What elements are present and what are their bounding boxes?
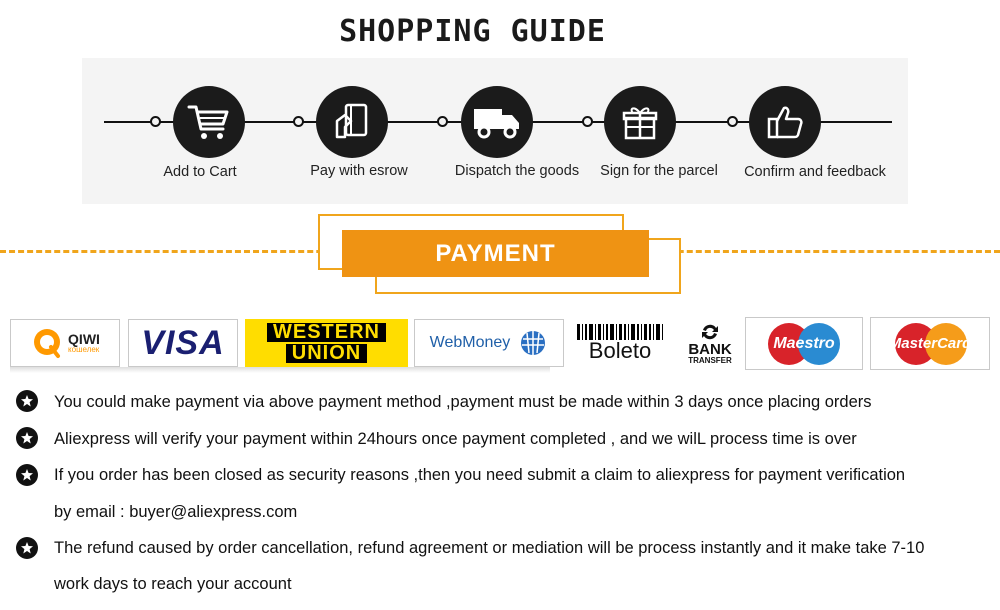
- step-connector-dot: [582, 116, 593, 127]
- globe-icon: [521, 331, 546, 355]
- qiwi-name: QIWI: [68, 331, 100, 347]
- western-union-line2: UNION: [285, 343, 368, 363]
- step-label: Pay with esrow: [310, 163, 408, 179]
- webmoney-name: WebMoney: [429, 334, 511, 351]
- star-icon: [16, 427, 38, 449]
- western-union-line1: WESTERN: [267, 322, 386, 342]
- qiwi-logo: QIWI кошелек: [10, 319, 120, 367]
- step-connector-dot: [150, 116, 161, 127]
- step-sign-parcel: [604, 86, 676, 158]
- star-icon: [16, 537, 38, 559]
- transfer-arrows-icon: [702, 324, 718, 339]
- step-connector-dot: [727, 116, 738, 127]
- boleto-logo: Boleto: [570, 319, 670, 367]
- step-label: Confirm and feedback: [744, 164, 886, 180]
- payment-card-icon: [335, 103, 368, 139]
- mastercard-circles-icon: [895, 323, 967, 365]
- note-text: The refund caused by order cancellation,…: [54, 539, 925, 557]
- note-text: You could make payment via above payment…: [54, 393, 872, 411]
- page-title: SHOPPING GUIDE: [339, 14, 606, 49]
- cart-icon: [187, 105, 229, 139]
- step-add-to-cart: [173, 86, 245, 158]
- mastercard-name: MasterCard: [888, 335, 972, 352]
- step-dispatch: [461, 86, 533, 158]
- step-connector-dot: [437, 116, 448, 127]
- webmoney-logo: WebMoney: [414, 319, 564, 367]
- barcode-icon: [577, 324, 663, 340]
- step-connector-dot: [293, 116, 304, 127]
- bank-transfer-logo: BANK TRANSFER: [680, 319, 740, 367]
- bank-transfer-line2: TRANSFER: [688, 355, 732, 365]
- boleto-name: Boleto: [588, 338, 652, 363]
- maestro-name: Maestro: [773, 334, 835, 352]
- note-text: work days to reach your account: [54, 575, 292, 593]
- maestro-circles-icon: [768, 323, 840, 365]
- step-confirm-feedback: [749, 86, 821, 158]
- bank-transfer-line1: BANK: [688, 340, 732, 358]
- visa-logo: VISA: [128, 319, 238, 367]
- maestro-logo: Maestro: [745, 317, 863, 370]
- step-label: Add to Cart: [163, 164, 237, 180]
- qiwi-sub: кошелек: [68, 345, 100, 354]
- visa-name: VISA: [141, 323, 225, 362]
- note-text: Aliexpress will verify your payment with…: [54, 430, 857, 448]
- gift-icon: [622, 107, 658, 140]
- western-union-logo: WESTERN UNION: [245, 319, 408, 367]
- star-icon: [16, 390, 38, 412]
- thumbs-up-icon: [767, 106, 803, 139]
- step-label: Dispatch the goods: [454, 163, 580, 179]
- logo-shadow: [10, 367, 550, 373]
- note-text: If you order has been closed as security…: [54, 466, 906, 484]
- step-label: Sign for the parcel: [600, 163, 718, 179]
- star-icon: [16, 464, 38, 486]
- step-pay-with-escrow: [316, 86, 388, 158]
- mastercard-logo: MasterCard: [870, 317, 990, 370]
- truck-icon: [474, 109, 519, 139]
- note-text-email: by email : buyer@aliexpress.com: [54, 503, 298, 521]
- qiwi-icon: [34, 329, 61, 358]
- section-title: PAYMENT: [342, 230, 649, 277]
